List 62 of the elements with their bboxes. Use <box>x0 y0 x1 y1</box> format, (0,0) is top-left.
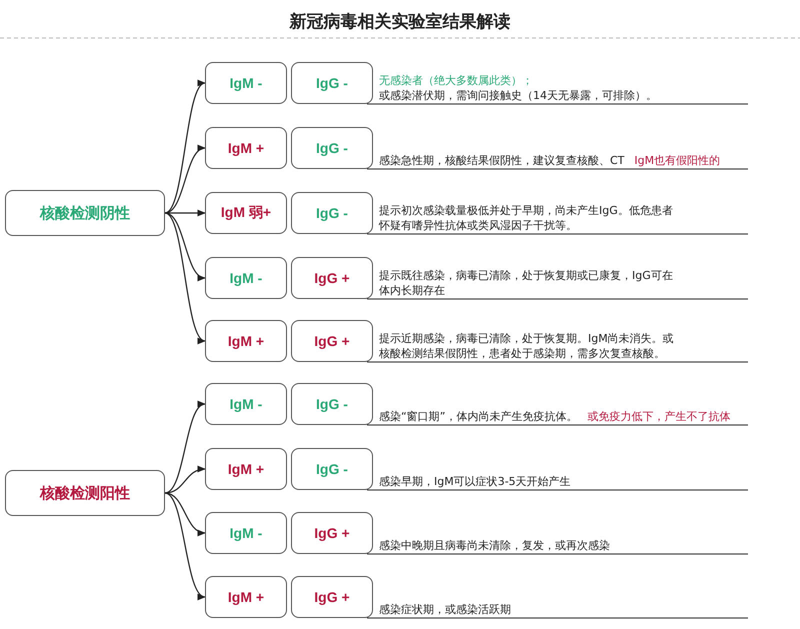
antibody-result-box <box>291 576 373 618</box>
result-label: IgG - <box>316 75 348 91</box>
result-label: IgM + <box>228 461 264 477</box>
antibody-result-box <box>291 257 373 299</box>
antibody-result-box <box>205 576 287 618</box>
interpretation-text: 或感染潜伏期，需询问接触史（14天无暴露，可排除）。 <box>379 88 657 103</box>
result-label: IgM 弱+ <box>220 204 272 222</box>
antibody-result-box <box>205 383 287 425</box>
test-result-box <box>5 190 165 236</box>
interpretation-text: IgM也有假阳性的 <box>634 154 720 167</box>
antibody-result-box <box>205 512 287 554</box>
result-label: IgG + <box>314 589 350 605</box>
interpretation-text: 感染“窗口期”，体内尚未产生免疫抗体。 <box>379 410 578 423</box>
antibody-result-box <box>291 448 373 490</box>
interpretation-text: 感染急性期，核酸结果假阴性，建议复查核酸、CT <box>379 154 624 167</box>
interpretation-text: 感染早期，IgM可以症状3-5天开始产生 <box>379 475 571 488</box>
result-label: IgG - <box>316 205 348 221</box>
result-label: IgG - <box>316 140 348 156</box>
arrow <box>164 466 206 494</box>
interpretation-text: 提示既往感染，病毒已清除，处于恢复期或已康复，IgG可在体内长期存在 <box>379 269 673 297</box>
antibody-result-box <box>291 320 373 362</box>
diagram-title: 新冠病毒相关实验室结果解读 <box>288 11 512 33</box>
result-label: IgG + <box>314 270 350 286</box>
antibody-result-box <box>205 127 287 169</box>
antibody-result-box <box>205 257 287 299</box>
result-label: IgM - <box>230 396 262 412</box>
antibody-result-box <box>291 192 373 234</box>
interpretation-text: 无感染者（绝大多数属此类）； <box>379 73 534 88</box>
arrow <box>164 492 206 598</box>
antibody-result-box <box>291 383 373 425</box>
antibody-result-box <box>291 512 373 554</box>
interpretation-text: 感染中晚期且病毒尚未清除，复发，或再次感染 <box>379 539 610 552</box>
result-label: IgM - <box>230 270 262 286</box>
interpretation-text: 或免疫力低下，产生不了抗体 <box>587 410 730 423</box>
antibody-result-box <box>291 62 373 104</box>
antibody-result-box <box>205 320 287 362</box>
result-label: 核酸检测阳性 <box>40 484 130 502</box>
antibody-result-box <box>291 127 373 169</box>
result-label: 核酸检测阴性 <box>40 204 130 222</box>
arrow <box>164 212 206 342</box>
arrow <box>165 210 206 216</box>
antibody-result-box <box>205 192 287 234</box>
arrow <box>164 403 206 494</box>
result-label: IgM - <box>230 75 262 91</box>
result-label: IgM + <box>228 589 264 605</box>
interpretation-text: 提示初次感染载量极低并处于早期，尚未产生IgG。低危患者怀疑有嗜异性抗体或类风湿因子干扰等。 <box>379 204 673 232</box>
arrow <box>164 82 206 214</box>
result-label: IgM - <box>230 525 262 541</box>
arrow <box>164 146 206 214</box>
arrow <box>164 492 206 536</box>
result-label: IgM + <box>228 140 264 156</box>
result-label: IgG - <box>316 396 348 412</box>
antibody-result-box <box>205 62 287 104</box>
antibody-result-box <box>205 448 287 490</box>
interpretation-text: 提示近期感染，病毒已清除，处于恢复期。IgM尚未消失。或核酸检测结果假阴性，患者处于感染期，需多次复查核酸。 <box>379 332 674 360</box>
test-result-box <box>5 470 165 516</box>
arrow <box>164 212 206 280</box>
result-label: IgG - <box>316 461 348 477</box>
interpretation-text: 感染症状期，或感染活跃期 <box>379 603 511 616</box>
result-label: IgG + <box>314 525 350 541</box>
result-label: IgM + <box>228 333 264 349</box>
result-label: IgG + <box>314 333 350 349</box>
